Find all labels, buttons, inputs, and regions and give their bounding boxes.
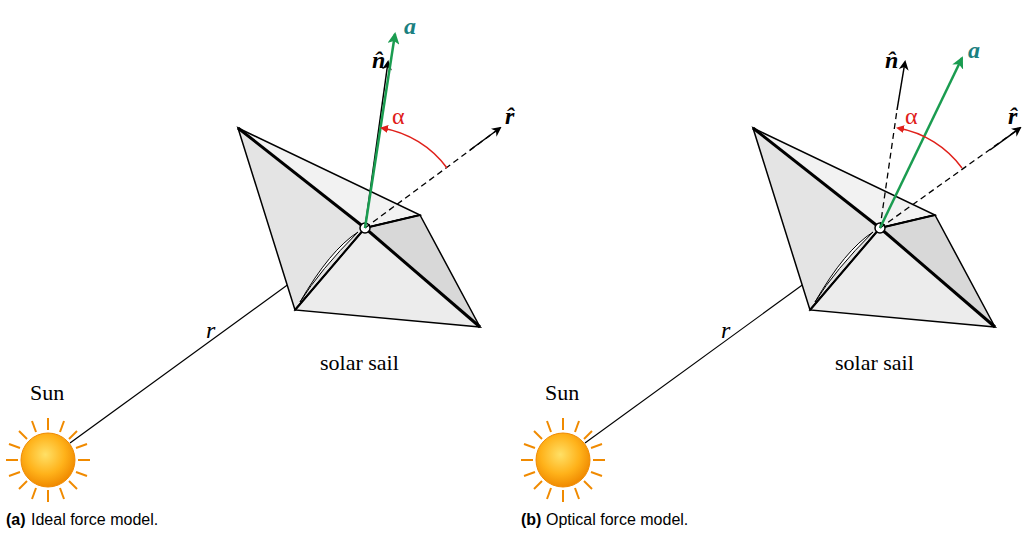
caption-text: Optical force model. — [546, 512, 688, 528]
caption-tag: (a) — [6, 512, 26, 528]
vector-label: r̂ — [505, 104, 514, 128]
caption-tag: (b) — [521, 512, 541, 528]
vector-label: r̂ — [1008, 104, 1017, 128]
distance-label: r — [721, 318, 730, 342]
part-name: Sun — [545, 382, 579, 404]
angle-label: α — [392, 104, 405, 128]
distance-label: r — [206, 318, 215, 342]
caption-text: Ideal force model. — [31, 512, 158, 528]
part-name: solar sail — [835, 352, 914, 374]
part-name: Sun — [30, 382, 64, 404]
part-name: solar sail — [320, 352, 399, 374]
vector-label: a — [968, 38, 980, 62]
vector-label: a — [404, 14, 416, 38]
vector-label: n̂ — [372, 48, 385, 72]
vector-label: n̂ — [885, 48, 898, 72]
angle-label: α — [905, 104, 918, 128]
